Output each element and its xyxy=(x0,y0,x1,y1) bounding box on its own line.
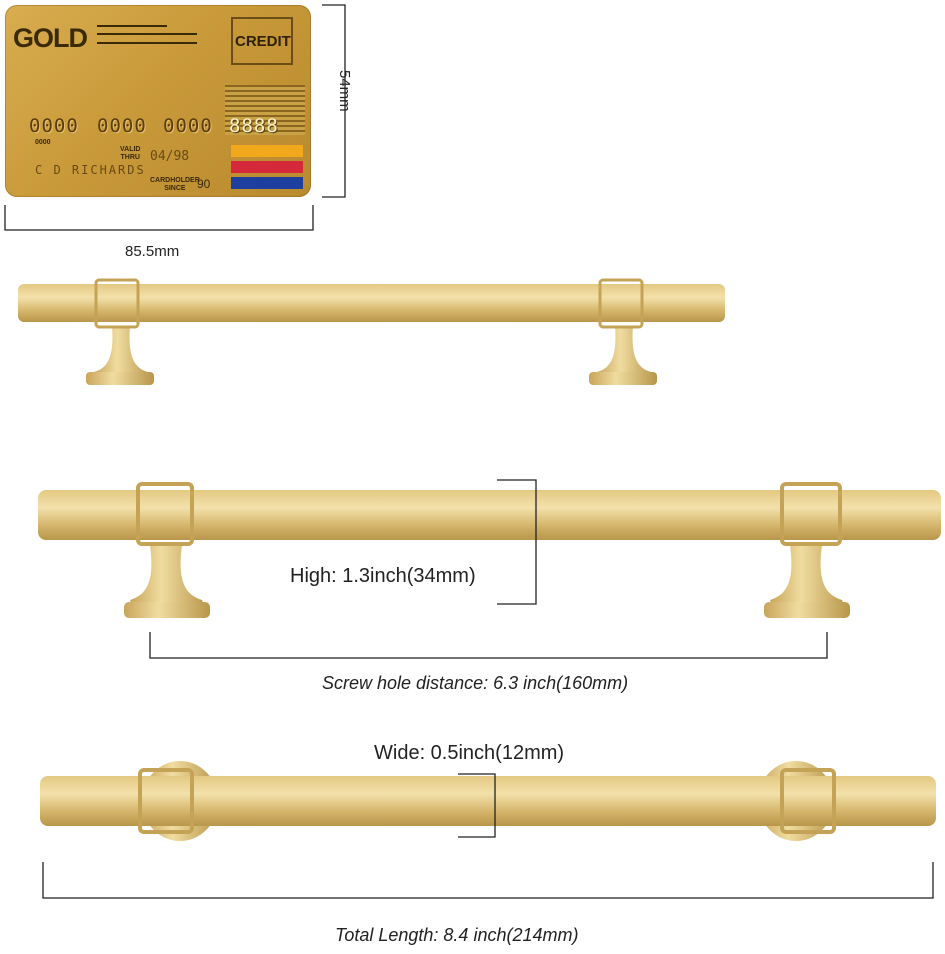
card-height-label: 54mm xyxy=(336,70,353,112)
screw-hole-label: Screw hole distance: 6.3 inch(160mm) xyxy=(322,673,629,693)
card-number-group: 0000 xyxy=(163,115,213,137)
valid-thru-label: VALID THRU xyxy=(120,146,141,161)
height-dimension xyxy=(497,479,537,605)
card-brand: GOLD xyxy=(13,23,88,53)
card-type: CREDIT xyxy=(235,33,291,50)
card-width-label: 85.5mm xyxy=(125,243,180,260)
cardholder-since-label: CARDHOLDER SINCE xyxy=(150,177,200,192)
card-flag-stripe xyxy=(231,161,303,173)
handle-side-view xyxy=(38,482,941,618)
card-number-group: 0000 xyxy=(29,115,79,137)
handle-small xyxy=(18,278,725,385)
card-brand-line xyxy=(97,33,197,35)
credit-box xyxy=(231,17,293,65)
card-number-group: 8888 xyxy=(229,115,279,137)
card-flag-stripe xyxy=(231,177,303,189)
card-flag-stripe xyxy=(231,145,303,157)
height-label: High: 1.3inch(34mm) xyxy=(290,565,476,587)
cardholder-name: C D RICHARDS xyxy=(35,163,146,177)
card-brand-line xyxy=(97,42,197,44)
card-width-dimension xyxy=(4,205,314,231)
hologram xyxy=(225,85,305,135)
total-length-dimension xyxy=(42,862,934,899)
card-brand-line xyxy=(97,25,167,27)
cardholder-since-year: 90 xyxy=(197,177,211,191)
card-height-dimension xyxy=(322,4,346,198)
valid-date: 04/98 xyxy=(150,149,190,164)
card-number-group: 0000 xyxy=(97,115,147,137)
card-small-number: 0000 xyxy=(35,139,51,146)
width-label: Wide: 0.5inch(12mm) xyxy=(374,742,565,764)
credit-card: GOLD CREDIT 0000 0000 0000 8888 0000 VAL… xyxy=(5,5,311,197)
total-length-label: Total Length: 8.4 inch(214mm) xyxy=(335,925,579,945)
screw-hole-dimension xyxy=(149,632,828,659)
width-dimension xyxy=(458,773,496,838)
handle-top-view xyxy=(40,761,936,841)
